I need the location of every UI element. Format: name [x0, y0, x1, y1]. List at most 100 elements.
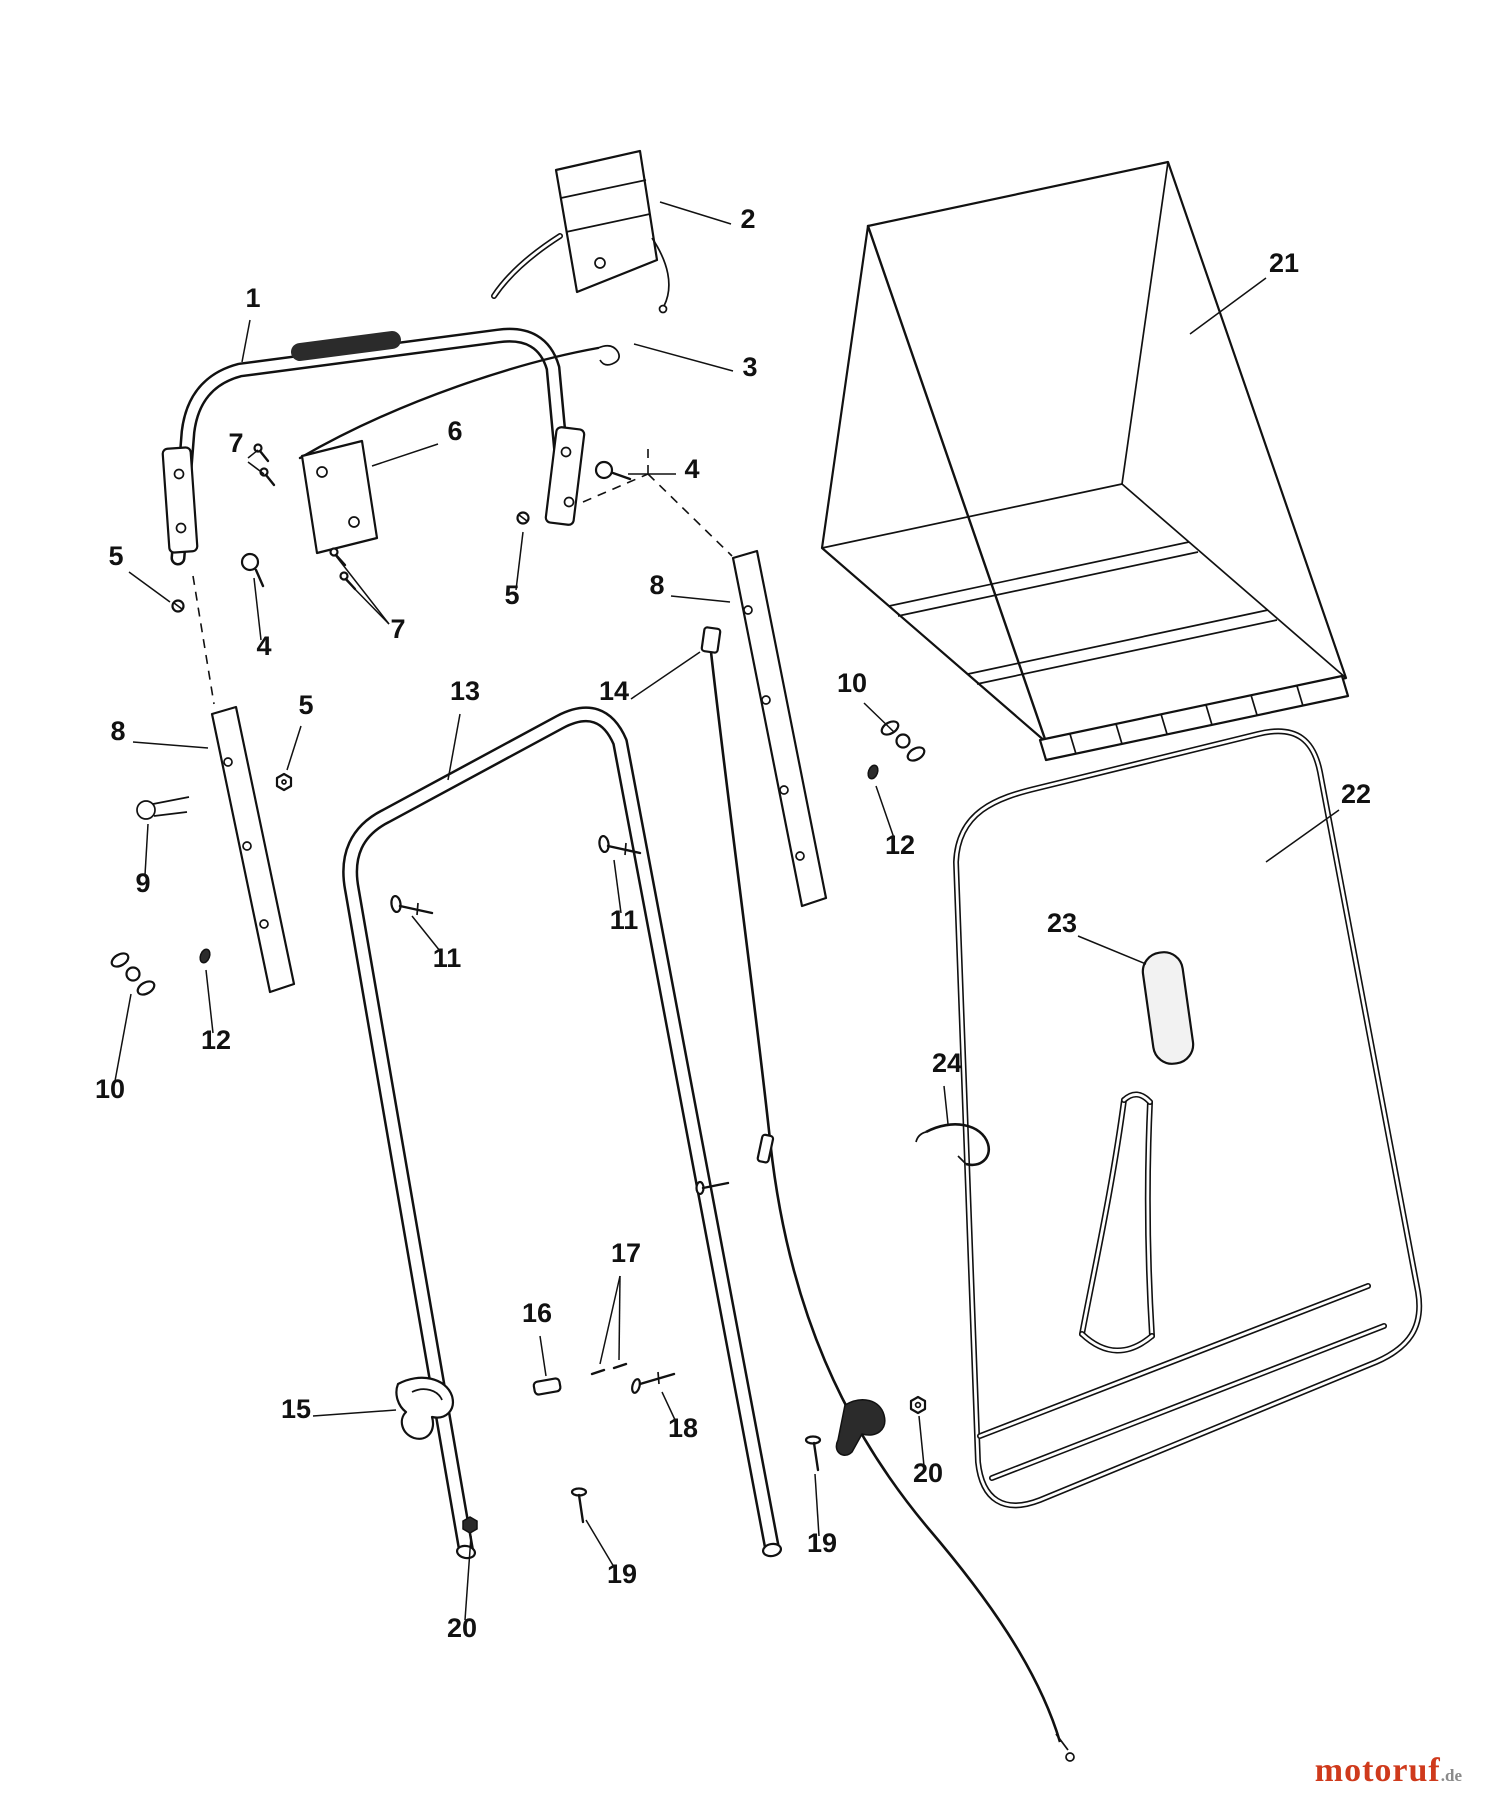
part-callout-15: 15 — [281, 1394, 311, 1424]
upper-handle-tube-fill — [173, 330, 571, 563]
wing-knob-icon — [125, 966, 141, 982]
cotter-pin-ring — [136, 800, 156, 820]
cable-end-eyelet — [1065, 1752, 1075, 1762]
part-callout-12: 12 — [201, 1025, 231, 1055]
handle-bracket-right — [731, 549, 828, 908]
bolt-shaft — [812, 1441, 820, 1472]
part-callout-14: 14 — [599, 676, 629, 706]
leader-line-10 — [863, 702, 895, 733]
knob-icon — [240, 552, 260, 572]
bracket-hole — [795, 851, 805, 861]
nut-hole — [281, 779, 287, 785]
hatch-mark — [1069, 733, 1077, 755]
screw-shaft — [258, 449, 270, 463]
part-callout-8: 8 — [649, 570, 664, 600]
bag-rail — [976, 619, 1278, 685]
bolt-head — [598, 834, 610, 854]
bail-wire — [298, 346, 600, 460]
leader-line-18 — [661, 1391, 677, 1423]
cable-connector — [700, 626, 722, 654]
bolt-thread — [657, 1371, 660, 1385]
frame-handle-slot — [1141, 951, 1195, 1065]
part-callout-1: 1 — [245, 283, 260, 313]
leader-line-24 — [943, 1085, 949, 1125]
handle-grip-pad — [291, 331, 401, 361]
nut-icon — [867, 764, 879, 780]
part-callout-7: 7 — [390, 614, 405, 644]
bolt-shaft — [398, 904, 434, 915]
leader-line-5 — [286, 725, 302, 771]
part-callout-19: 19 — [807, 1528, 837, 1558]
part-callout-10: 10 — [837, 668, 867, 698]
wing-knob-icon — [895, 733, 911, 749]
part-callout-5: 5 — [108, 541, 123, 571]
throttle-lever-outline — [491, 233, 563, 299]
grass-bag-outline — [820, 160, 1348, 744]
leader-line-19 — [585, 1519, 615, 1568]
screw-shaft — [334, 553, 347, 567]
throttle-body-line — [565, 213, 651, 233]
leader-line-1 — [241, 319, 251, 363]
bolt-shaft — [606, 844, 642, 855]
screw-icon — [339, 571, 349, 581]
watermark-tld: .de — [1440, 1766, 1462, 1785]
throttle-lever-fill — [492, 234, 562, 298]
leader-line-9 — [144, 823, 149, 876]
part-callout-8: 8 — [110, 716, 125, 746]
spacer-icon — [532, 1377, 562, 1396]
bracket-hole — [259, 919, 269, 929]
leader-line-5 — [128, 571, 171, 603]
leader-line-21 — [1189, 277, 1267, 335]
clamp-lever-line — [411, 1388, 443, 1401]
part-callout-11: 11 — [610, 905, 639, 935]
bracket-hole — [223, 757, 233, 767]
leader-line-7 — [345, 579, 390, 625]
leader-line-17 — [618, 1275, 621, 1361]
part-callout-5: 5 — [298, 690, 313, 720]
part-callout-24: 24 — [932, 1048, 962, 1078]
handle-mount-plate-left — [161, 446, 199, 554]
part-callout-5: 5 — [504, 580, 519, 610]
wing-knob-lobe — [136, 980, 156, 996]
throttle-hole — [594, 257, 606, 269]
screw-slot — [518, 514, 528, 522]
wing-knob-lobe — [906, 746, 926, 762]
tube-end-cap — [761, 1542, 783, 1558]
dashed-guide-left — [192, 575, 215, 705]
part-callout-23: 23 — [1047, 908, 1077, 938]
throttle-cable-tail — [651, 237, 670, 307]
cotter-pin-prong — [153, 811, 188, 817]
part-callout-16: 16 — [522, 1298, 552, 1328]
part-callout-4: 4 — [256, 631, 271, 661]
nut-icon — [909, 1395, 927, 1415]
bracket-hole — [743, 605, 753, 615]
part-callout-17: 17 — [611, 1238, 641, 1268]
nut-icon — [199, 948, 211, 964]
knob-stem — [254, 568, 265, 588]
leader-line-7 — [335, 555, 390, 625]
part-callout-2: 2 — [740, 204, 755, 234]
screw-icon — [329, 547, 339, 557]
cable-adjuster — [756, 1133, 775, 1164]
leader-line-16 — [539, 1335, 547, 1377]
frame-cross-bar-1-fill — [978, 1284, 1370, 1438]
leader-line-10 — [114, 993, 132, 1082]
cable-wire — [709, 651, 1062, 1743]
hatch-mark — [1296, 685, 1304, 707]
bag-inner-edge — [821, 483, 1123, 549]
leader-line-13 — [447, 713, 461, 781]
part-callout-20: 20 — [913, 1458, 943, 1488]
part-callout-10: 10 — [95, 1074, 125, 1104]
hardware-group — [110, 443, 927, 1534]
bag-inner-edge — [1121, 483, 1347, 679]
handle-bracket-left — [210, 705, 296, 994]
part-callout-13: 13 — [450, 676, 480, 706]
nut-icon — [275, 772, 293, 792]
part-callout-11: 11 — [433, 943, 462, 973]
throttle-body-line — [560, 179, 647, 199]
knob-icon — [594, 460, 614, 480]
leader-line-15 — [312, 1409, 397, 1417]
screw-icon — [253, 443, 263, 453]
leader-line-8 — [132, 741, 209, 749]
frame-fork-right-fill — [1146, 1100, 1154, 1338]
